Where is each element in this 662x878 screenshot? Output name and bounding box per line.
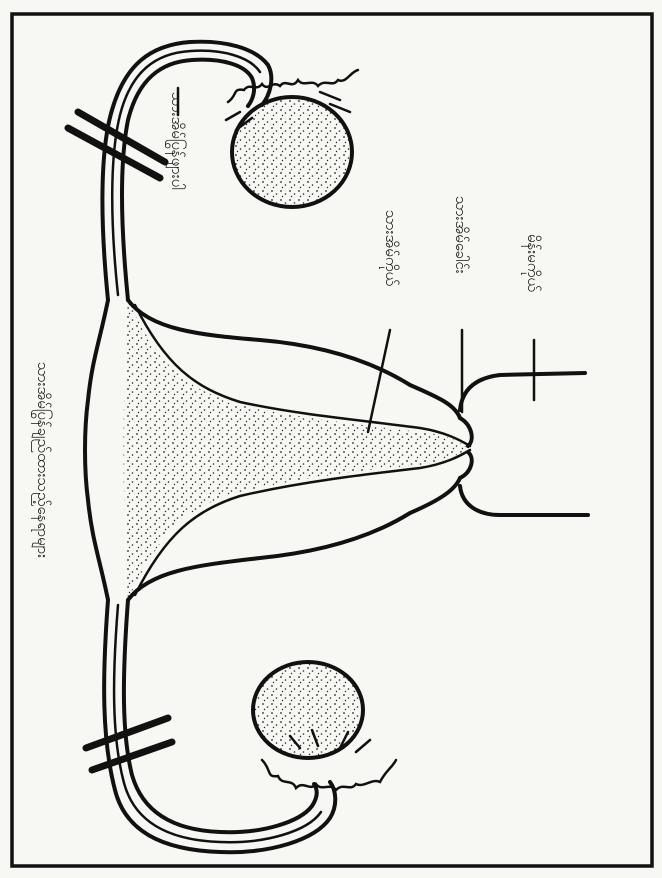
label-uterus-body: သားအိမ်ကိုယ် — [379, 210, 400, 286]
label-cervix: သားအိမ်ခေါင်း — [452, 196, 470, 274]
uterus-fundus — [85, 300, 108, 600]
tie-mark-upper — [68, 112, 165, 178]
leader-uterus-body — [368, 330, 390, 432]
label-vagina: မိန်းမကိုယ် — [521, 234, 542, 292]
vagina-walls — [460, 373, 588, 515]
label-tied-tubes-caption: သားအိမ်ပြွန်ချည်ထားသည့်နေရာများ — [31, 362, 53, 558]
ovary-upper — [232, 97, 352, 207]
label-tube-upper: သားအိမ်ပြွန်ဖျားပါ — [165, 92, 187, 190]
ovary-lower — [253, 662, 363, 758]
